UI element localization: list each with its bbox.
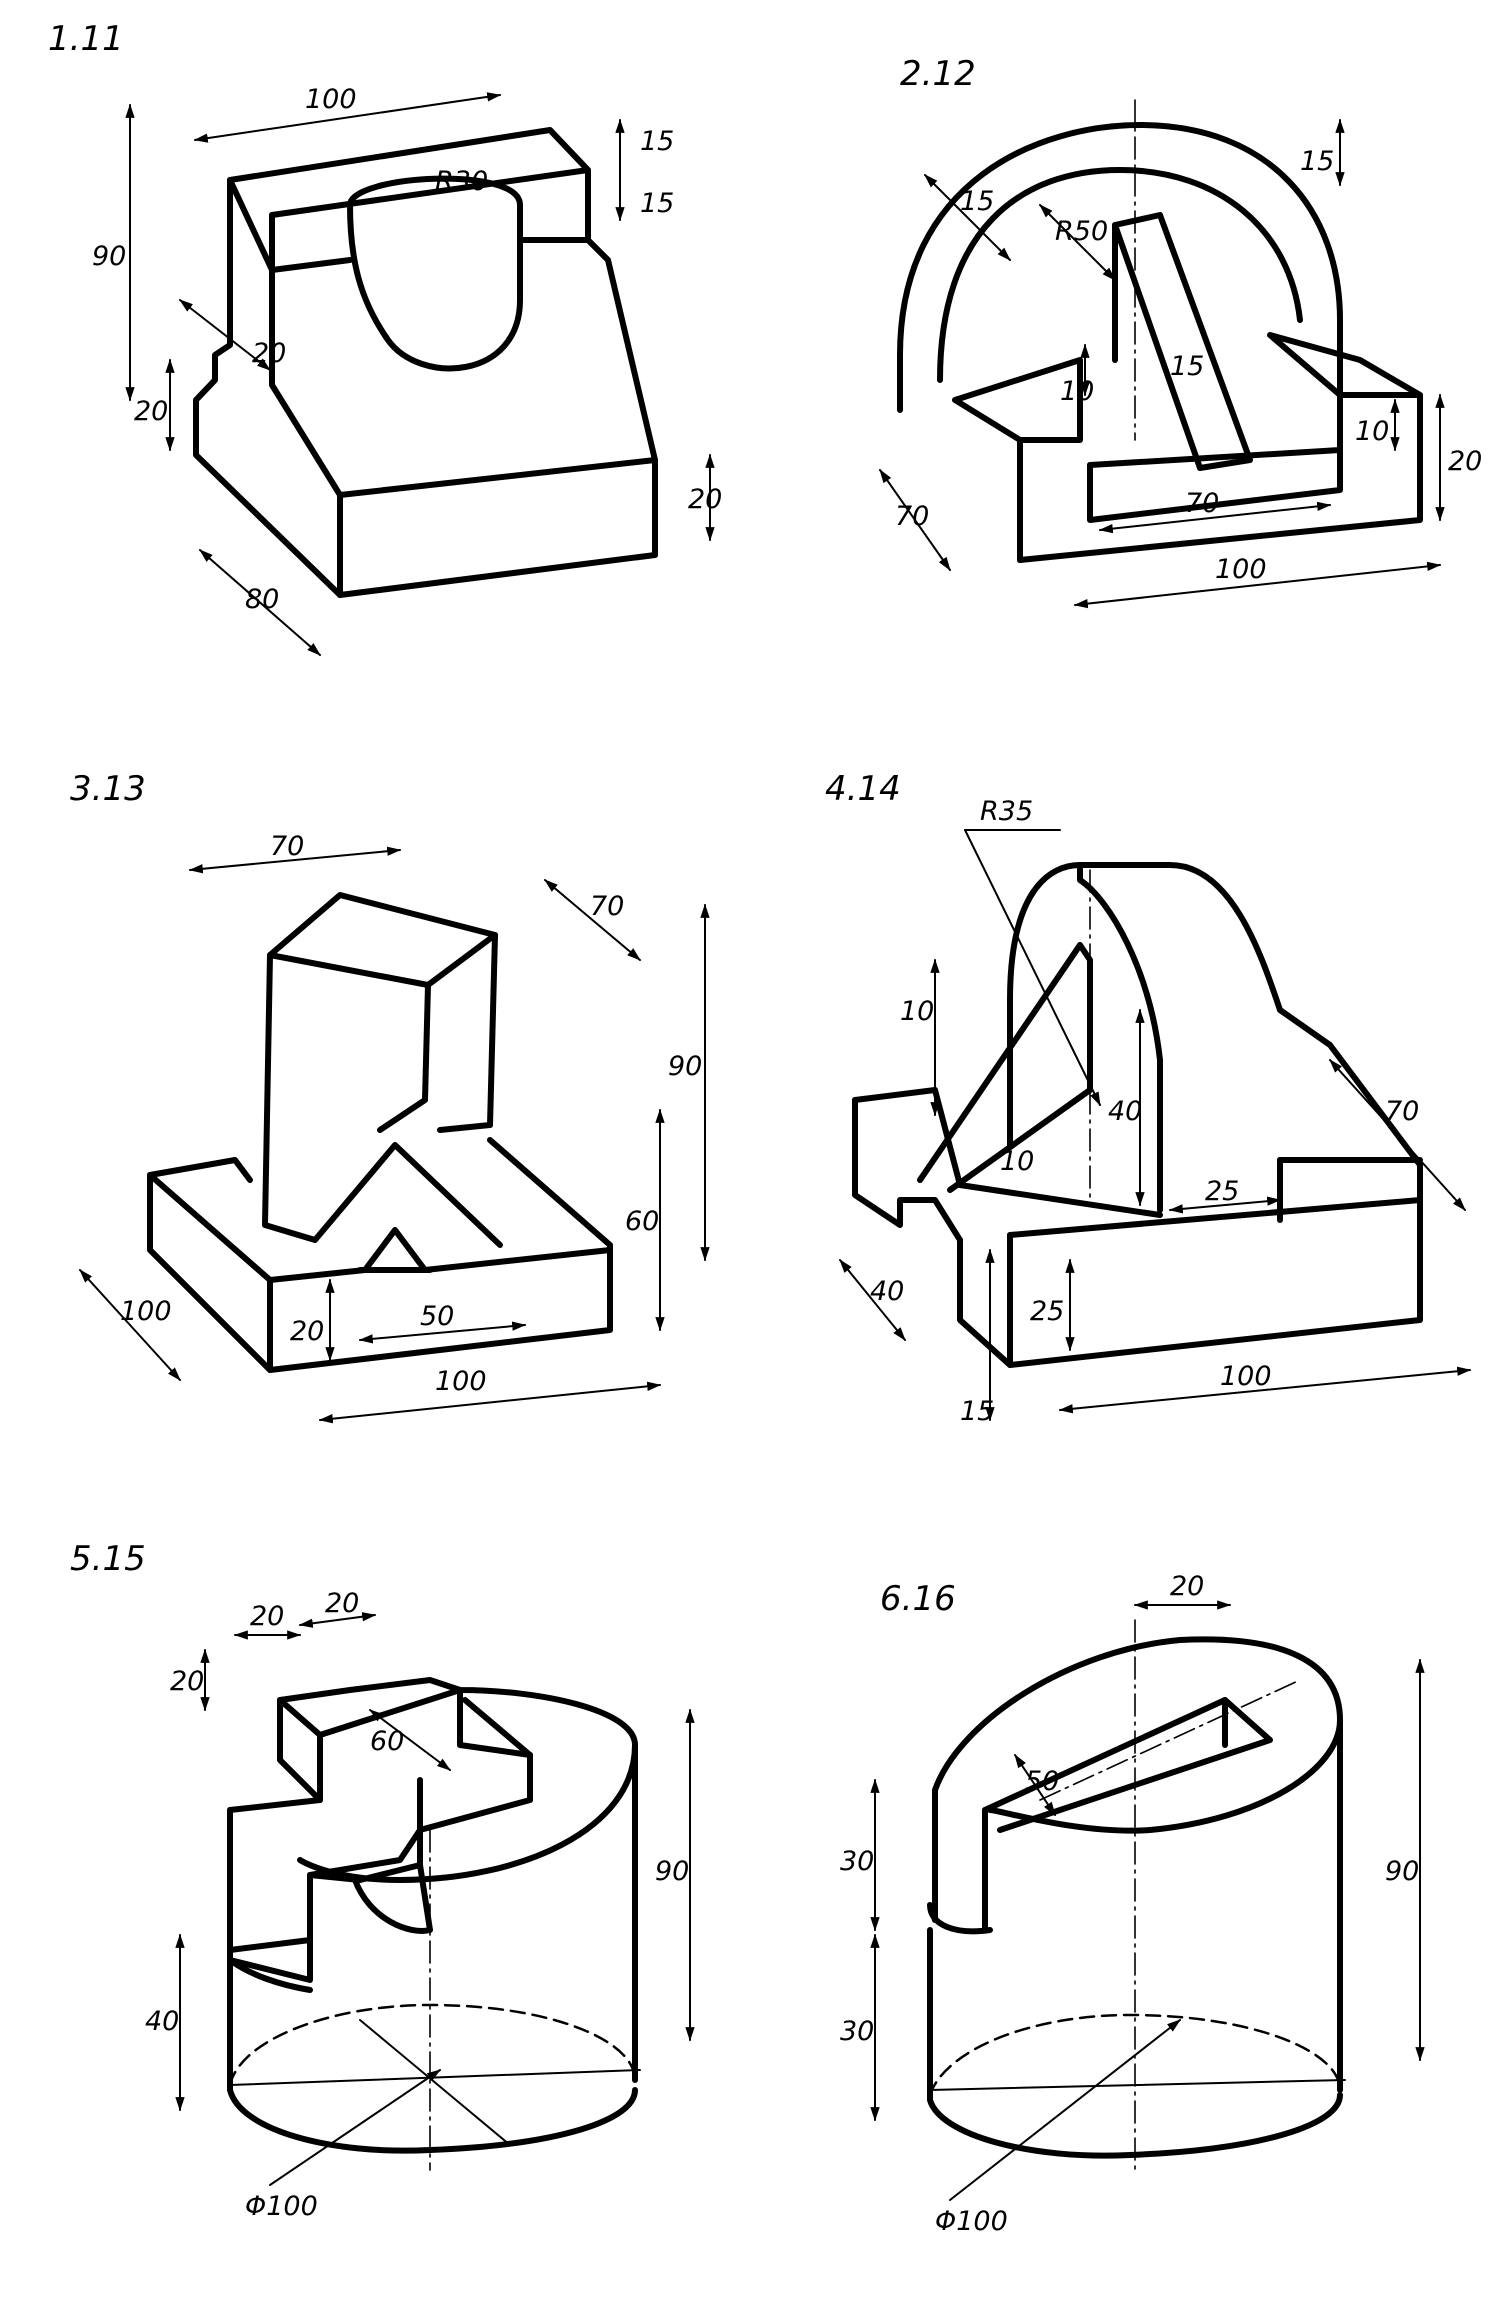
dim-rib-thickness: 10 xyxy=(900,996,934,1027)
dim-height: 90 xyxy=(1385,1856,1419,1887)
dimension-labels: 15 15 R50 10 15 10 20 70 70 100 xyxy=(895,146,1482,585)
center-lines xyxy=(929,1619,1346,2171)
dim-cut-height: 40 xyxy=(145,2006,179,2037)
drawing-5-15: 5.15 xyxy=(70,1539,695,2222)
dim-base-height: 25 xyxy=(1030,1296,1064,1327)
drawing-2-12: 2.12 15 15 R50 xyxy=(879,54,1482,609)
dim-diameter: Φ100 xyxy=(935,2206,1008,2237)
dim-rib-height: 40 xyxy=(1108,1096,1142,1127)
dim-base-height: 20 xyxy=(290,1316,324,1347)
dim-inner-width: 50 xyxy=(420,1301,454,1332)
dim-radius: R50 xyxy=(1055,216,1108,247)
dimension-labels: 20 20 20 60 90 40 Φ100 xyxy=(145,1588,689,2222)
figure-label: 4.14 xyxy=(825,769,901,809)
dim-prism-width: 70 xyxy=(270,831,304,862)
dim-depth: 70 xyxy=(1385,1096,1419,1127)
dimension-lines xyxy=(879,118,1445,609)
dim-diameter: Φ100 xyxy=(245,2191,318,2222)
dim-width: 100 xyxy=(1215,554,1267,585)
figure-label: 6.16 xyxy=(880,1579,956,1619)
part-outline xyxy=(927,1636,1343,2159)
dim-upper: 30 xyxy=(840,1846,874,1877)
dimension-lines xyxy=(175,1612,695,2186)
dim-cross-a: 20 xyxy=(250,1601,284,1632)
drawing-4-14: 4.14 R35 10 xyxy=(825,769,1472,1427)
dim-depth: 80 xyxy=(245,584,279,615)
dim-lug: 15 xyxy=(960,1396,994,1427)
dimension-lines xyxy=(839,829,1472,1422)
dimension-labels: 70 70 90 60 20 50 100 100 xyxy=(120,831,702,1397)
dim-base-height: 20 xyxy=(1448,446,1482,477)
dim-rib-gap: 10 xyxy=(1000,1146,1034,1177)
dim-base-height: 20 xyxy=(688,484,722,515)
part-outline xyxy=(147,892,613,1373)
dim-top-width: 100 xyxy=(305,84,357,115)
dim-side-step: 15 xyxy=(640,188,674,219)
dim-depth: 100 xyxy=(120,1296,172,1327)
dim-rib-height: 10 xyxy=(1060,376,1094,407)
dim-slot-depth: 10 xyxy=(1355,416,1389,447)
dim-notch: 20 xyxy=(252,338,286,369)
dim-slot-length: 50 xyxy=(1025,1766,1059,1797)
dim-notch-depth: 20 xyxy=(134,396,168,427)
drawing-6-16: 6.16 20 50 90 30 xyxy=(840,1571,1425,2237)
dimension-labels: 100 15 15 R30 90 20 20 20 80 xyxy=(92,84,722,615)
dim-inner-width: 70 xyxy=(1185,488,1219,519)
dim-slot-width: 20 xyxy=(1170,1571,1204,1602)
dim-cross-diagonal: 60 xyxy=(370,1726,404,1757)
figure-label: 3.13 xyxy=(70,769,146,809)
dimension-labels: 20 50 90 30 30 Φ100 xyxy=(840,1571,1419,2237)
dimension-lines xyxy=(870,1600,1425,2201)
dim-radius: R30 xyxy=(435,166,488,197)
dimension-lines xyxy=(125,92,715,656)
dim-height: 90 xyxy=(92,241,126,272)
dim-width: 100 xyxy=(1220,1361,1272,1392)
dim-cross-c: 20 xyxy=(170,1666,204,1697)
dim-lower: 30 xyxy=(840,2016,874,2047)
dim-tab-width: 25 xyxy=(1205,1176,1239,1207)
drawing-3-13: 3.13 70 70 90 60 20 xyxy=(70,769,710,1424)
dimension-lines xyxy=(79,846,710,1424)
part-outline xyxy=(227,1677,638,2154)
dim-radius: R35 xyxy=(980,796,1033,827)
dim-height: 90 xyxy=(655,1856,689,1887)
figure-label: 1.11 xyxy=(48,19,124,59)
dim-depth: 70 xyxy=(895,501,929,532)
dim-mid-height: 60 xyxy=(625,1206,659,1237)
dim-width: 100 xyxy=(435,1366,487,1397)
dim-rib-width: 15 xyxy=(1170,351,1204,382)
dimension-labels: R35 10 40 10 25 70 40 25 15 100 xyxy=(870,796,1419,1427)
dim-slot: 40 xyxy=(870,1276,904,1307)
dim-arc-thickness: 15 xyxy=(960,186,994,217)
figure-label: 5.15 xyxy=(70,1539,146,1579)
dim-prism-depth: 70 xyxy=(590,891,624,922)
dim-height: 90 xyxy=(668,1051,702,1082)
drawing-1-11: 1.11 100 15 15 R30 90 20 20 xyxy=(48,19,722,656)
dim-cross-b: 20 xyxy=(325,1588,359,1619)
dim-top-step: 15 xyxy=(640,126,674,157)
figure-label: 2.12 xyxy=(900,54,976,94)
dim-top-offset: 15 xyxy=(1300,146,1334,177)
